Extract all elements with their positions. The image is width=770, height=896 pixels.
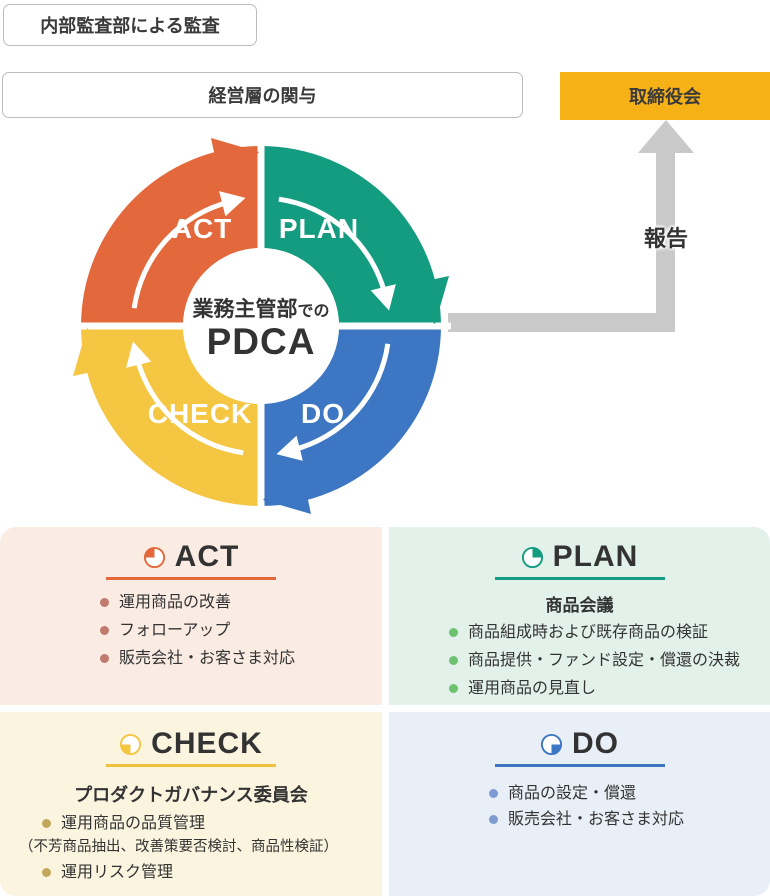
center-hub xyxy=(183,248,339,404)
list-item: 販売会社・お客さま対応 xyxy=(100,649,382,668)
bullet-icon xyxy=(100,626,109,635)
bullet-icon xyxy=(100,598,109,607)
list-item: 販売会社・お客さま対応 xyxy=(489,810,770,829)
act-panel-header: ACT xyxy=(0,540,382,574)
check-panel: CHECK プロダクトガバナンス委員会 運用商品の品質管理 （不芳商品抽出、改善… xyxy=(0,712,382,896)
plan-pie-icon xyxy=(521,546,543,568)
bullet-icon xyxy=(42,868,51,877)
list-item: 運用商品の見直し xyxy=(449,679,770,698)
list-item: フォローアップ xyxy=(100,621,382,640)
do-panel-title: DO xyxy=(572,727,619,760)
act-list: 運用商品の改善 フォローアップ 販売会社・お客さま対応 xyxy=(100,593,382,668)
list-item: 運用商品の改善 xyxy=(100,593,382,612)
plan-panel: PLAN 商品会議 商品組成時および既存商品の検証 商品提供・ファンド設定・償還… xyxy=(389,527,770,705)
check-list-2: 運用リスク管理 xyxy=(42,863,382,882)
check-item-note: （不芳商品抽出、改善策要否検討、商品性検証） xyxy=(19,839,338,855)
plan-list: 商品組成時および既存商品の検証 商品提供・ファンド設定・償還の決裁 運用商品の見… xyxy=(449,623,770,698)
plan-panel-header: PLAN xyxy=(389,540,770,574)
do-panel: DO 商品の設定・償還 販売会社・お客さま対応 xyxy=(389,712,770,896)
internal-audit-label: 内部監査部による監査 xyxy=(40,16,220,36)
plan-arrowhead-icon xyxy=(393,276,449,324)
check-list: 運用商品の品質管理 xyxy=(42,814,382,833)
bullet-icon xyxy=(489,815,498,824)
list-item: 商品提供・ファンド設定・償還の決裁 xyxy=(449,651,770,670)
list-item: 商品組成時および既存商品の検証 xyxy=(449,623,770,642)
act-flow-arrow-icon xyxy=(131,191,246,309)
center-title: PDCA xyxy=(207,321,316,362)
center-caption: 業務主管部での xyxy=(192,297,329,321)
check-subtitle: プロダクトガバナンス委員会 xyxy=(74,785,308,805)
bullet-icon xyxy=(449,684,458,693)
report-arrow-up-icon xyxy=(638,120,694,153)
bullet-icon xyxy=(100,654,109,663)
management-involvement-label: 経営層の関与 xyxy=(208,86,317,106)
act-arrowhead-icon xyxy=(211,138,259,194)
check-panel-header: CHECK xyxy=(0,727,382,761)
report-connector-vertical xyxy=(656,152,675,332)
do-pie-icon xyxy=(540,733,563,755)
plan-subtitle: 商品会議 xyxy=(545,596,614,615)
act-panel-title: ACT xyxy=(174,540,240,573)
check-panel-title: CHECK xyxy=(151,727,263,760)
list-item: 運用商品の品質管理 xyxy=(42,814,382,833)
plan-underline xyxy=(494,577,665,580)
check-pie-icon xyxy=(120,733,142,755)
check-segment-label: CHECK xyxy=(148,398,253,429)
do-underline xyxy=(494,764,665,767)
plan-flow-arrow-icon xyxy=(278,196,396,311)
check-underline xyxy=(106,764,276,767)
report-label: 報告 xyxy=(643,226,688,251)
do-panel-header: DO xyxy=(389,727,770,761)
report-connector-horizontal xyxy=(448,313,675,332)
bullet-icon xyxy=(449,656,458,665)
check-flow-arrow-icon xyxy=(126,341,244,456)
bullet-icon xyxy=(42,819,51,828)
act-panel: ACT 運用商品の改善 フォローアップ 販売会社・お客さま対応 xyxy=(0,527,382,705)
list-item: 運用リスク管理 xyxy=(42,863,382,882)
do-segment-label: DO xyxy=(301,398,345,429)
do-flow-arrow-icon xyxy=(276,343,391,461)
do-list: 商品の設定・償還 販売会社・お客さま対応 xyxy=(489,784,770,829)
management-involvement-box: 経営層の関与 xyxy=(2,72,523,118)
list-item: 商品の設定・償還 xyxy=(489,784,770,803)
act-underline xyxy=(106,577,276,580)
board-of-directors-box: 取締役会 xyxy=(560,72,770,120)
do-arrowhead-icon xyxy=(263,458,311,514)
act-segment-label: ACT xyxy=(172,213,233,244)
internal-audit-box: 内部監査部による監査 xyxy=(3,4,257,46)
bullet-icon xyxy=(449,628,458,637)
pdca-cycle-graphic: ACT PLAN CHECK DO 業務主管部での PDCA xyxy=(71,136,451,516)
board-of-directors-label: 取締役会 xyxy=(629,87,701,107)
check-arrowhead-icon xyxy=(73,328,129,376)
act-pie-icon xyxy=(143,546,165,568)
plan-panel-title: PLAN xyxy=(552,540,639,573)
plan-segment-label: PLAN xyxy=(279,213,359,244)
bullet-icon xyxy=(489,789,498,798)
